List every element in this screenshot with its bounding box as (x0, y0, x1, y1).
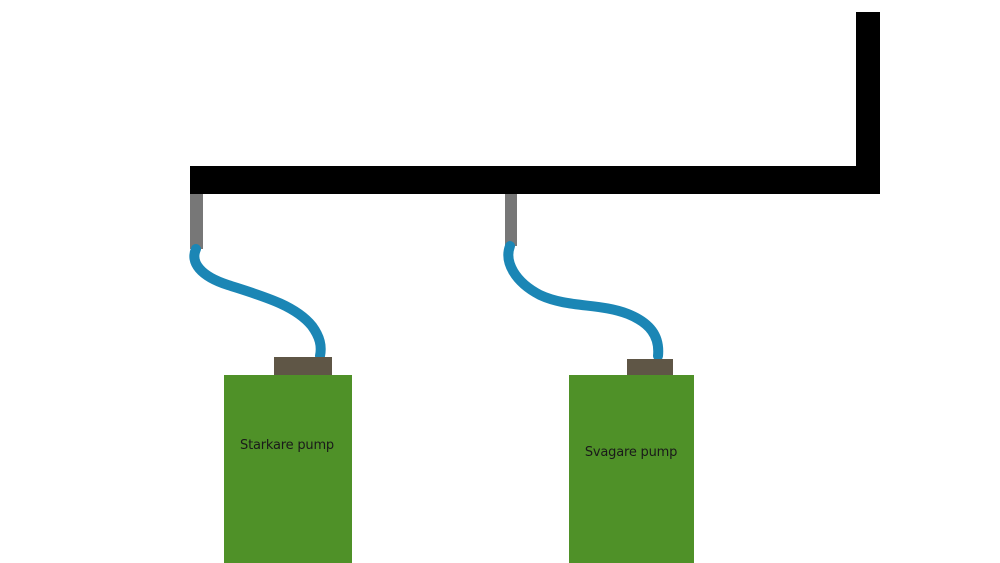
weak-pump-branch (503, 194, 694, 563)
main-pipe (190, 12, 880, 194)
vertical-pipe (856, 12, 880, 194)
connector-pipe-left (190, 194, 203, 249)
pump-body-right (569, 375, 694, 563)
pump-cap-right (627, 359, 673, 376)
hose-right (503, 241, 664, 361)
connector-pipe-right (505, 194, 517, 246)
pump-body-left (224, 375, 352, 563)
hose-left (189, 244, 326, 361)
weak-pump-label: Svagare pump (584, 445, 678, 460)
strong-pump-branch (189, 194, 352, 563)
horizontal-pipe (190, 166, 880, 194)
pump-cap-left (274, 357, 332, 376)
strong-pump-label: Starkare pump (240, 438, 334, 453)
